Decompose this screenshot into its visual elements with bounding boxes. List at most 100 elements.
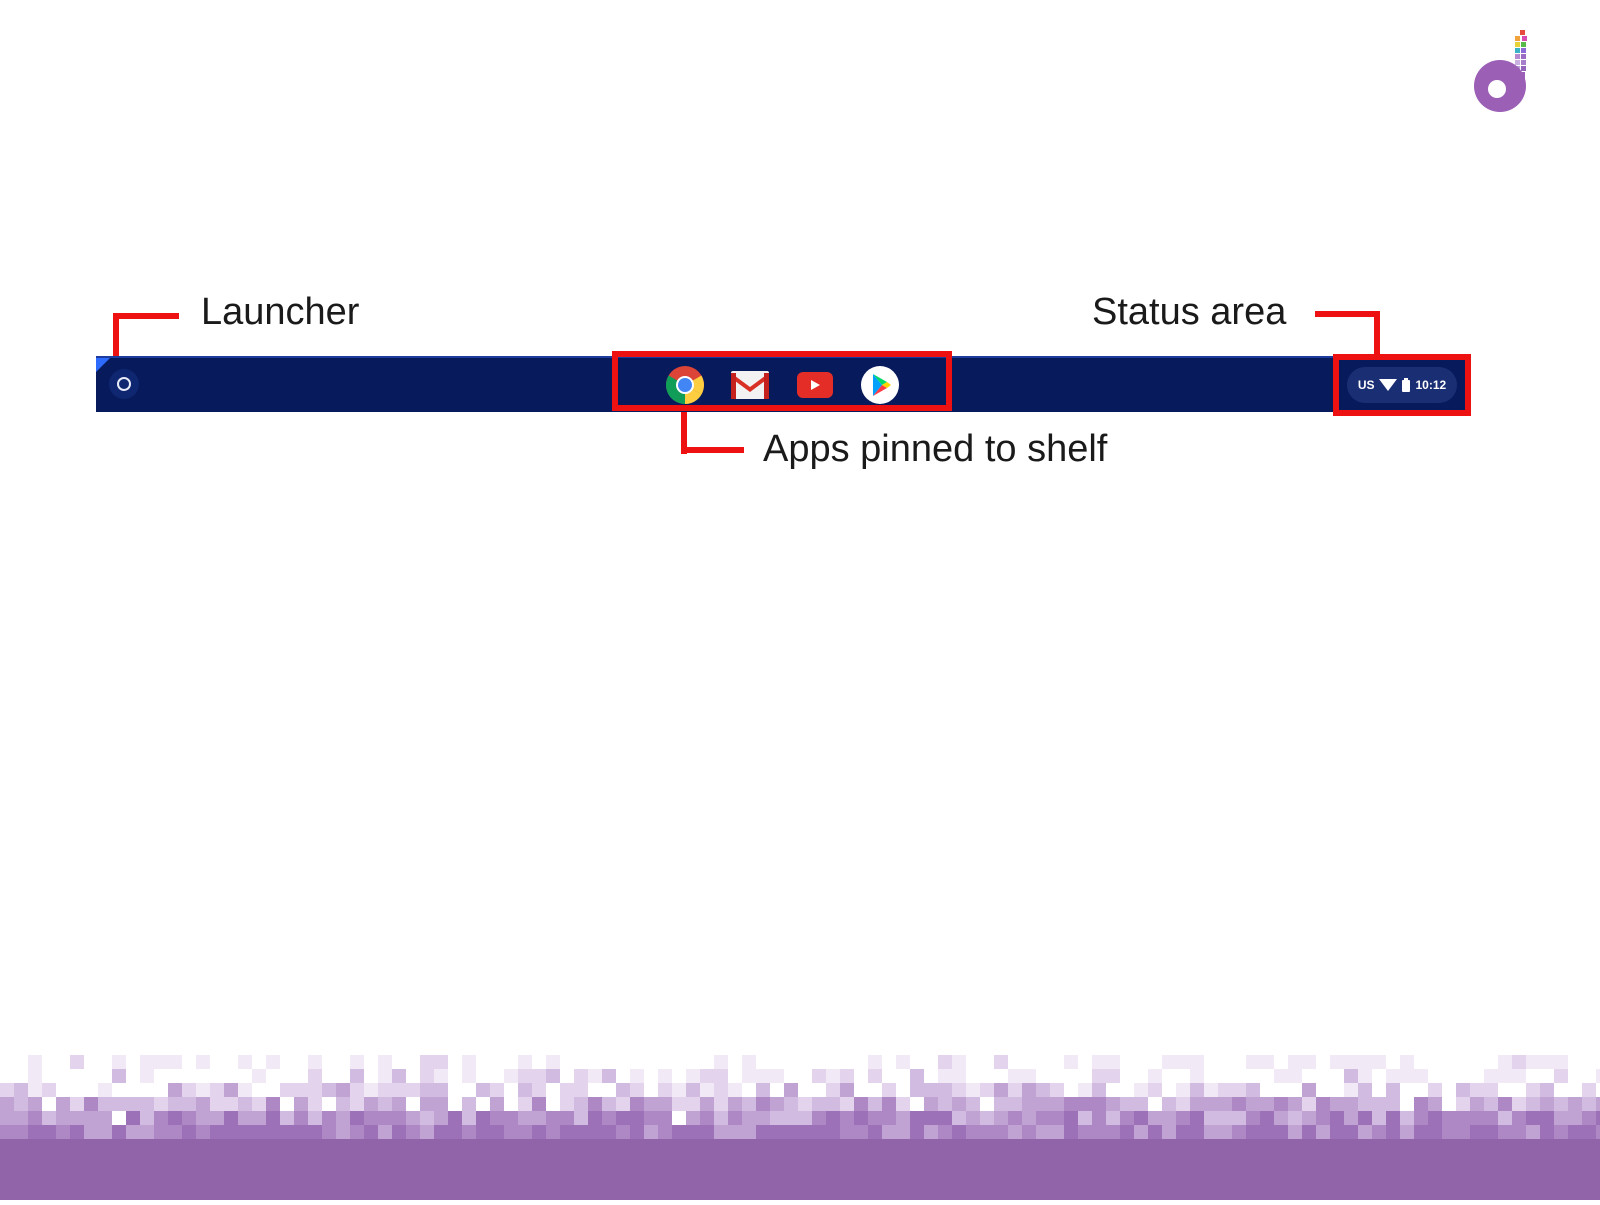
- footer-pixel: [1106, 1111, 1120, 1125]
- footer-pixel: [1330, 1097, 1344, 1111]
- footer-pixel: [1050, 1111, 1064, 1125]
- footer-pixel: [686, 1097, 700, 1111]
- status-connector-v: [1374, 311, 1380, 356]
- footer-pixel: [756, 1125, 770, 1139]
- footer-pixel: [812, 1097, 826, 1111]
- footer-pixel: [1148, 1111, 1162, 1125]
- footer-pixel: [1274, 1069, 1288, 1083]
- footer-pixel: [434, 1097, 448, 1111]
- footer-pixel: [518, 1111, 532, 1125]
- footer-pixel: [406, 1083, 420, 1097]
- footer-pixel: [378, 1125, 392, 1139]
- footer-pixel: [1176, 1125, 1190, 1139]
- footer-pixel: [826, 1083, 840, 1097]
- footer-pixel: [252, 1111, 266, 1125]
- footer-pixel: [322, 1125, 336, 1139]
- footer-pixel: [770, 1069, 784, 1083]
- footer-pixel: [1190, 1125, 1204, 1139]
- footer-pixel: [924, 1083, 938, 1097]
- footer-pixel: [1064, 1125, 1078, 1139]
- footer-pixel: [714, 1125, 728, 1139]
- footer-pixel: [980, 1125, 994, 1139]
- footer-pixel: [1078, 1111, 1092, 1125]
- footer-pixel: [784, 1083, 798, 1097]
- brand-logo: [1470, 24, 1540, 124]
- footer-pixel: [700, 1069, 714, 1083]
- launcher-button[interactable]: [109, 369, 139, 399]
- footer-pixel: [1568, 1125, 1582, 1139]
- footer-pixel: [728, 1125, 742, 1139]
- footer-pixel: [280, 1125, 294, 1139]
- footer-pixel: [168, 1111, 182, 1125]
- footer-pixel: [224, 1097, 238, 1111]
- footer-pixel: [924, 1125, 938, 1139]
- footer-pixel: [420, 1097, 434, 1111]
- footer-pixel: [28, 1055, 42, 1069]
- footer-pixel: [140, 1111, 154, 1125]
- shelf-corner-accent: [96, 358, 110, 372]
- footer-pixel: [812, 1069, 826, 1083]
- footer-pixel: [168, 1097, 182, 1111]
- footer-pixel: [1218, 1083, 1232, 1097]
- footer-pixel: [938, 1111, 952, 1125]
- footer-pixel: [868, 1055, 882, 1069]
- footer-pixel: [1260, 1055, 1274, 1069]
- footer-pixel: [1162, 1125, 1176, 1139]
- footer-pixel: [266, 1055, 280, 1069]
- footer-pixel: [1358, 1111, 1372, 1125]
- footer-pixel: [1162, 1097, 1176, 1111]
- footer-pixel: [392, 1097, 406, 1111]
- footer-pixel: [1484, 1083, 1498, 1097]
- footer-pixel: [196, 1125, 210, 1139]
- footer-pixel: [1540, 1097, 1554, 1111]
- footer-pixel: [1232, 1097, 1246, 1111]
- footer-pixel: [154, 1097, 168, 1111]
- footer-pixel: [28, 1097, 42, 1111]
- footer-pixel: [658, 1125, 672, 1139]
- footer-pixel: [924, 1111, 938, 1125]
- footer-pixel: [602, 1069, 616, 1083]
- footer-pixel: [126, 1111, 140, 1125]
- footer-pixel: [574, 1069, 588, 1083]
- footer-pixel: [910, 1111, 924, 1125]
- footer-pixel: [294, 1125, 308, 1139]
- footer-pixel: [56, 1111, 70, 1125]
- footer-pixel: [350, 1111, 364, 1125]
- footer-pixel: [1344, 1055, 1358, 1069]
- footer-pixel: [770, 1111, 784, 1125]
- footer-pixel: [1092, 1083, 1106, 1097]
- footer-pixel: [826, 1097, 840, 1111]
- footer-pixel: [308, 1055, 322, 1069]
- footer-pixel: [1008, 1083, 1022, 1097]
- footer-pixel: [420, 1069, 434, 1083]
- footer-pixel: [798, 1097, 812, 1111]
- footer-pixel: [616, 1083, 630, 1097]
- footer-pixel: [1302, 1055, 1316, 1069]
- footer-pixel: [784, 1111, 798, 1125]
- footer-pixel: [336, 1083, 350, 1097]
- footer-pixel: [238, 1097, 252, 1111]
- footer-pixel: [1428, 1083, 1442, 1097]
- footer-pixel: [1428, 1111, 1442, 1125]
- footer-pixel: [1344, 1083, 1358, 1097]
- footer-pixel: [1302, 1097, 1316, 1111]
- footer-pixel: [1148, 1069, 1162, 1083]
- footer-pixel: [210, 1125, 224, 1139]
- footer-pixel: [1204, 1083, 1218, 1097]
- footer-pixel: [98, 1083, 112, 1097]
- footer-pixel: [1050, 1125, 1064, 1139]
- footer-pixel: [1526, 1055, 1540, 1069]
- footer-pixel: [868, 1069, 882, 1083]
- status-area-callout-label: Status area: [1092, 293, 1286, 331]
- footer-pixel: [1190, 1055, 1204, 1069]
- footer-pixel: [392, 1111, 406, 1125]
- footer-pixel: [1456, 1083, 1470, 1097]
- footer-pixel: [84, 1125, 98, 1139]
- footer-pixel: [462, 1097, 476, 1111]
- footer-pixel: [1554, 1069, 1568, 1083]
- footer-pixel: [532, 1069, 546, 1083]
- footer-pixel: [686, 1125, 700, 1139]
- footer-pixel: [1218, 1111, 1232, 1125]
- footer-pixel: [238, 1083, 252, 1097]
- footer-pixel: [728, 1097, 742, 1111]
